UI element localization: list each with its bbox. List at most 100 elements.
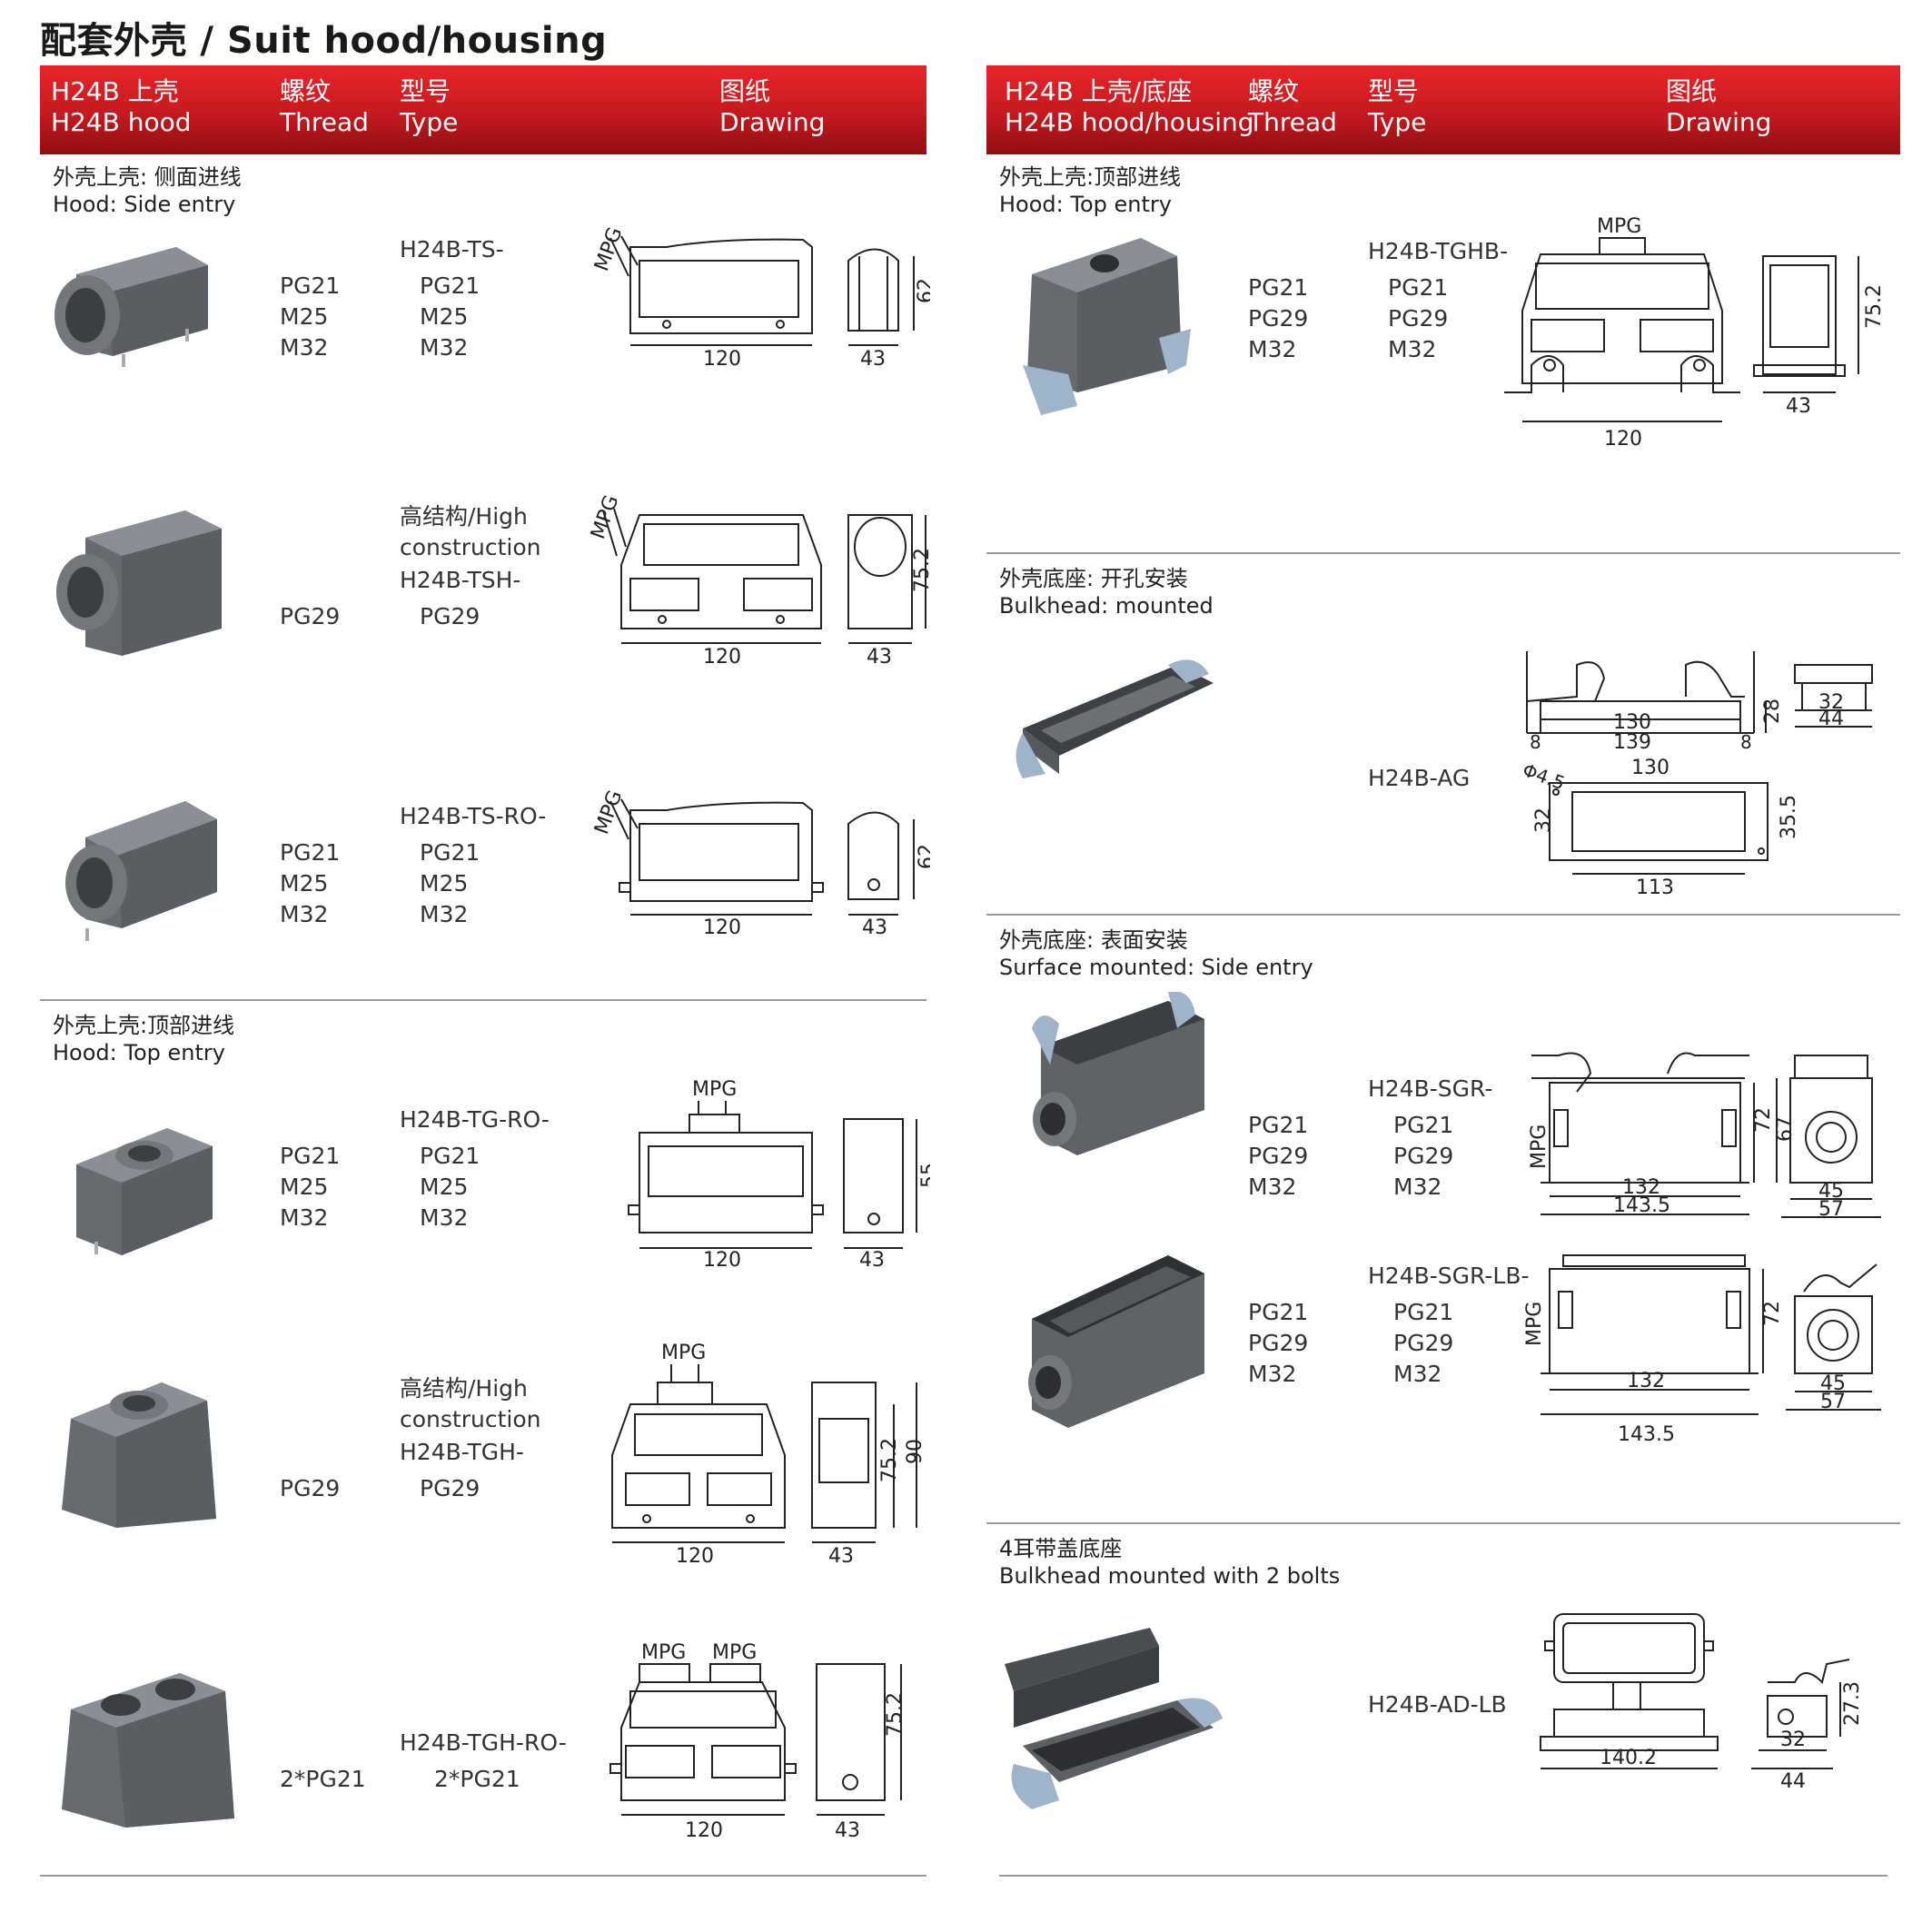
dim-depth-outer: 57 <box>1818 1198 1844 1221</box>
section-divider <box>999 1875 1887 1877</box>
technical-drawing-sgr-lb: MPG 132 143.5 72 45 57 <box>1523 1254 1881 1446</box>
type-name: H24B-TSH- <box>400 567 521 593</box>
dim-depth: 43 <box>828 1545 854 1568</box>
dim-cutout-inner: 113 <box>1636 877 1674 899</box>
product-row-h24b-ag: H24B-AG 130 139 <box>986 574 1900 928</box>
dim-width-outer: 44 <box>1818 708 1844 730</box>
dim-ear-left: 8 <box>1530 731 1541 753</box>
dim-inner-length: 130 <box>1613 711 1651 734</box>
dim-depth: 43 <box>835 1819 860 1842</box>
mpg-label: MPG <box>1528 1124 1551 1169</box>
thread-list: PG29 <box>280 603 341 629</box>
dim-width: 120 <box>703 348 741 371</box>
mpg-label: MPG <box>1597 215 1641 238</box>
dim-width: 120 <box>703 646 741 665</box>
mpg-label: MPG <box>590 788 627 837</box>
hood-side-entry-ro-photo <box>65 801 217 941</box>
product-row-h24b-ad-lb: H24B-AD-LB 140.2 32 44 <box>986 1610 1900 1882</box>
dim-height: 62 <box>915 278 930 303</box>
dim-inner-length: 132 <box>1627 1370 1665 1392</box>
dim-height-total: 90 <box>904 1439 926 1464</box>
type-name: H24B-TGH- <box>400 1439 524 1465</box>
section-divider <box>40 999 926 1001</box>
hood-side-entry-photo <box>54 247 208 367</box>
type-name: H24B-TG-RO- <box>400 1106 550 1133</box>
dim-depth-inner: 32 <box>1780 1729 1806 1751</box>
dim-outer-length: 139 <box>1613 731 1651 754</box>
dim-height: 55 <box>918 1163 930 1188</box>
dim-hole-diameter: Φ4.5 <box>1522 758 1568 794</box>
mpg-label: MPG <box>641 1641 686 1664</box>
mpg-label: MPG <box>692 1078 737 1101</box>
dim-hole-spacing: 35.5 <box>1778 795 1800 839</box>
surface-mounted-housing-lever-photo <box>1028 1255 1204 1428</box>
section-divider <box>986 914 1900 916</box>
type-variants: PG29 <box>420 1475 481 1501</box>
dim-width: 120 <box>703 1249 741 1272</box>
dim-width: 120 <box>1604 428 1642 451</box>
dim-depth: 43 <box>862 916 887 937</box>
hood-high-top-entry-photo <box>62 1382 216 1528</box>
hood-top-entry-with-levers-photo <box>1023 238 1191 415</box>
technical-drawing-tg-ro: MPG 120 43 55 <box>628 1078 930 1272</box>
technical-drawing-ag: 130 139 8 8 28 32 44 Φ4.5 130 32 35.5 11… <box>1522 651 1873 899</box>
technical-drawing-ts-ro: MPG 120 43 62 <box>590 788 930 937</box>
dim-inner-length: 132 <box>1622 1176 1660 1199</box>
dim-height: 27.3 <box>1841 1681 1864 1726</box>
mpg-label: MPG <box>587 492 623 542</box>
thread-list: PG29 <box>280 1475 341 1501</box>
dim-width-inner: 32 <box>1818 691 1844 714</box>
dim-depth-inner: 45 <box>1820 1372 1846 1395</box>
dim-ear-right: 8 <box>1740 731 1752 753</box>
dim-height: 62 <box>916 844 930 869</box>
type-name: H24B-SGR-LB- <box>1368 1263 1530 1289</box>
technical-drawing-ad-lb: 140.2 32 44 27.3 <box>1540 1613 1864 1793</box>
dim-depth-inner: 45 <box>1818 1180 1844 1203</box>
mpg-label: MPG <box>1523 1302 1546 1346</box>
dim-height: 75.2 <box>884 1692 907 1737</box>
dim-outer-length: 143.5 <box>1618 1423 1675 1446</box>
dim-depth: 43 <box>859 1249 885 1272</box>
dim-depth-outer: 57 <box>1820 1391 1846 1413</box>
technical-drawing-tgh: MPG 120 43 75.2 90 <box>611 1342 926 1568</box>
mpg-label: MPG <box>661 1342 706 1364</box>
technical-drawing-tghb: MPG 120 43 75.2 <box>1504 215 1886 451</box>
dim-width: 120 <box>676 1545 714 1568</box>
dim-depth: 43 <box>1786 395 1811 418</box>
surface-mounted-housing-photo <box>1032 992 1204 1155</box>
bulkhead-housing-photo <box>1016 659 1214 778</box>
